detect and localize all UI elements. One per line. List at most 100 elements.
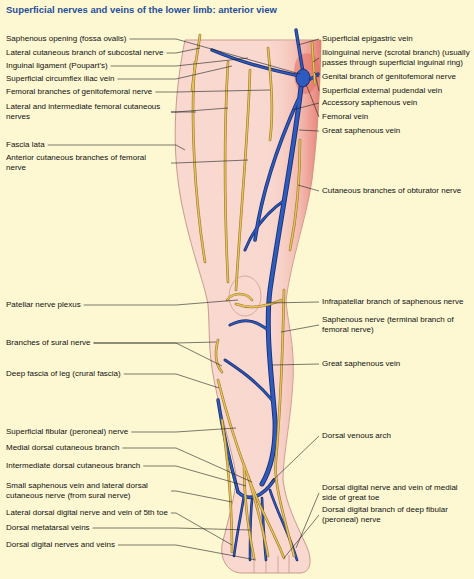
nerve xyxy=(225,62,228,282)
leader-line xyxy=(166,48,200,53)
accessory-saphenous-vein xyxy=(255,100,298,240)
anatomy-label: Lateral and intermediate femoral cutaneo… xyxy=(6,102,168,121)
leader-line xyxy=(306,84,319,117)
leader-line xyxy=(155,90,270,92)
circumflex-iliac-vein xyxy=(212,50,300,76)
anatomy-label: Infrapatellar branch of saphenous nerve xyxy=(322,297,470,307)
nerve xyxy=(236,70,250,290)
anatomy-label: Medial dorsal cutaneous branch xyxy=(6,443,119,453)
nerves-outline xyxy=(192,35,315,558)
anatomy-label: Branches of sural nerve xyxy=(6,338,91,348)
anatomy-label: Genital branch of genitofemoral nerve xyxy=(322,72,470,82)
leader-line xyxy=(117,66,232,79)
saphenous-opening xyxy=(296,69,310,87)
nerve xyxy=(222,420,232,552)
nerve xyxy=(290,140,300,250)
leader-line xyxy=(93,528,250,530)
leader-line xyxy=(313,58,319,62)
circumflex-iliac-vein xyxy=(212,50,300,76)
thigh-vein xyxy=(245,200,285,250)
nerve xyxy=(312,42,315,84)
anatomy-label: Cutaneous branches of obturator nerve xyxy=(322,186,470,196)
toe-line xyxy=(278,556,279,573)
anatomy-label: Deep fascia of leg (crural fascia) xyxy=(6,369,121,379)
leader-line xyxy=(281,325,319,332)
toe-line xyxy=(254,558,255,573)
anatomy-label: Superficial external pudendal vein xyxy=(322,86,470,96)
leader-line xyxy=(171,491,232,502)
anatomy-label: Lateral dorsal digital nerve and vein of… xyxy=(6,508,168,518)
leader-line xyxy=(284,515,319,558)
nerve xyxy=(312,42,315,84)
anatomy-label: Ilioinguinal nerve (scrotal branch) (usu… xyxy=(322,48,470,67)
nerve xyxy=(227,294,252,300)
nerve xyxy=(222,420,232,552)
leader-line xyxy=(270,436,319,483)
anatomy-label: Small saphenous vein and lateral dorsal … xyxy=(6,481,168,500)
anatomy-label: Accessory saphenous vein xyxy=(322,98,470,108)
nerve xyxy=(216,340,222,372)
nerve xyxy=(268,48,272,140)
leader-line xyxy=(316,78,319,91)
digital-vein xyxy=(234,496,244,556)
anatomy-label: Dorsal metatarsal veins xyxy=(6,523,90,533)
anatomy-label: Dorsal digital nerve and vein of medial … xyxy=(322,483,470,502)
nerve xyxy=(248,476,284,558)
superficial-epigastric-vein xyxy=(296,30,303,72)
nerve xyxy=(227,294,252,300)
leader-line xyxy=(124,374,219,388)
nerve xyxy=(236,300,282,307)
nerve xyxy=(268,48,272,140)
anatomy-label: Anterior cutaneous branches of femoral n… xyxy=(6,153,168,172)
leader-line xyxy=(131,428,236,432)
nerve xyxy=(236,70,250,290)
leader-line xyxy=(298,185,319,191)
anatomy-label: Dorsal venous arch xyxy=(322,431,470,441)
anatomy-label: Dorsal digital nerves and veins xyxy=(6,540,115,550)
leg-vein xyxy=(230,321,268,330)
veins-outline xyxy=(212,30,318,560)
anatomy-label: Inguinal ligament (Poupart's) xyxy=(6,61,108,71)
leg-vein xyxy=(230,321,268,330)
anatomy-label: Great saphenous vein xyxy=(322,126,470,136)
anatomy-label: Saphenous opening (fossa ovalis) xyxy=(6,34,127,44)
leader-line xyxy=(48,145,185,150)
toe-line xyxy=(289,555,290,573)
anatomy-label: Great saphenous vein xyxy=(322,359,470,369)
leader-line xyxy=(94,343,223,366)
anatomy-label: Fascia lata xyxy=(6,140,45,150)
anatomy-label: Superficial circumflex iliac vein xyxy=(6,74,114,84)
anatomy-label: Dorsal digital branch of deep fibular (p… xyxy=(322,505,470,524)
anatomy-label: Femoral vein xyxy=(322,112,470,122)
leader-line xyxy=(111,58,248,66)
nerve xyxy=(216,340,222,372)
nerve xyxy=(244,466,254,558)
nerve xyxy=(225,62,228,282)
leader-line xyxy=(118,545,256,560)
anatomy-label: Lateral cutaneous branch of subcostal ne… xyxy=(6,48,163,58)
anatomy-label: Superficial fibular (peroneal) nerve xyxy=(6,427,128,437)
leader-line xyxy=(122,448,252,482)
leader-line xyxy=(268,302,319,303)
anatomy-label: Patellar nerve plexus xyxy=(6,300,81,310)
leader-line xyxy=(143,466,246,486)
leader-line xyxy=(171,160,248,163)
leader-line xyxy=(272,364,319,365)
anatomy-label: Femoral branches of genitofemoral nerve xyxy=(6,87,152,97)
nerve xyxy=(236,300,282,307)
leg-vein xyxy=(225,360,272,400)
accessory-saphenous-vein xyxy=(255,100,298,240)
leader-line xyxy=(314,72,319,77)
figure-title: Superficial nerves and veins of the lowe… xyxy=(6,4,277,15)
leg-vein xyxy=(225,360,272,400)
anatomy-label: Saphenous nerve (terminal branch of femo… xyxy=(322,315,470,334)
leader-line xyxy=(296,493,319,548)
anatomy-label: Superficial epigastric vein xyxy=(322,34,470,44)
anatomy-label: Intermediate dorsal cutaneous branch xyxy=(6,461,140,471)
superficial-epigastric-vein xyxy=(296,30,303,72)
leader-line xyxy=(171,108,228,112)
leader-line xyxy=(299,130,319,131)
leader-line xyxy=(84,300,238,305)
leader-line xyxy=(298,39,319,45)
